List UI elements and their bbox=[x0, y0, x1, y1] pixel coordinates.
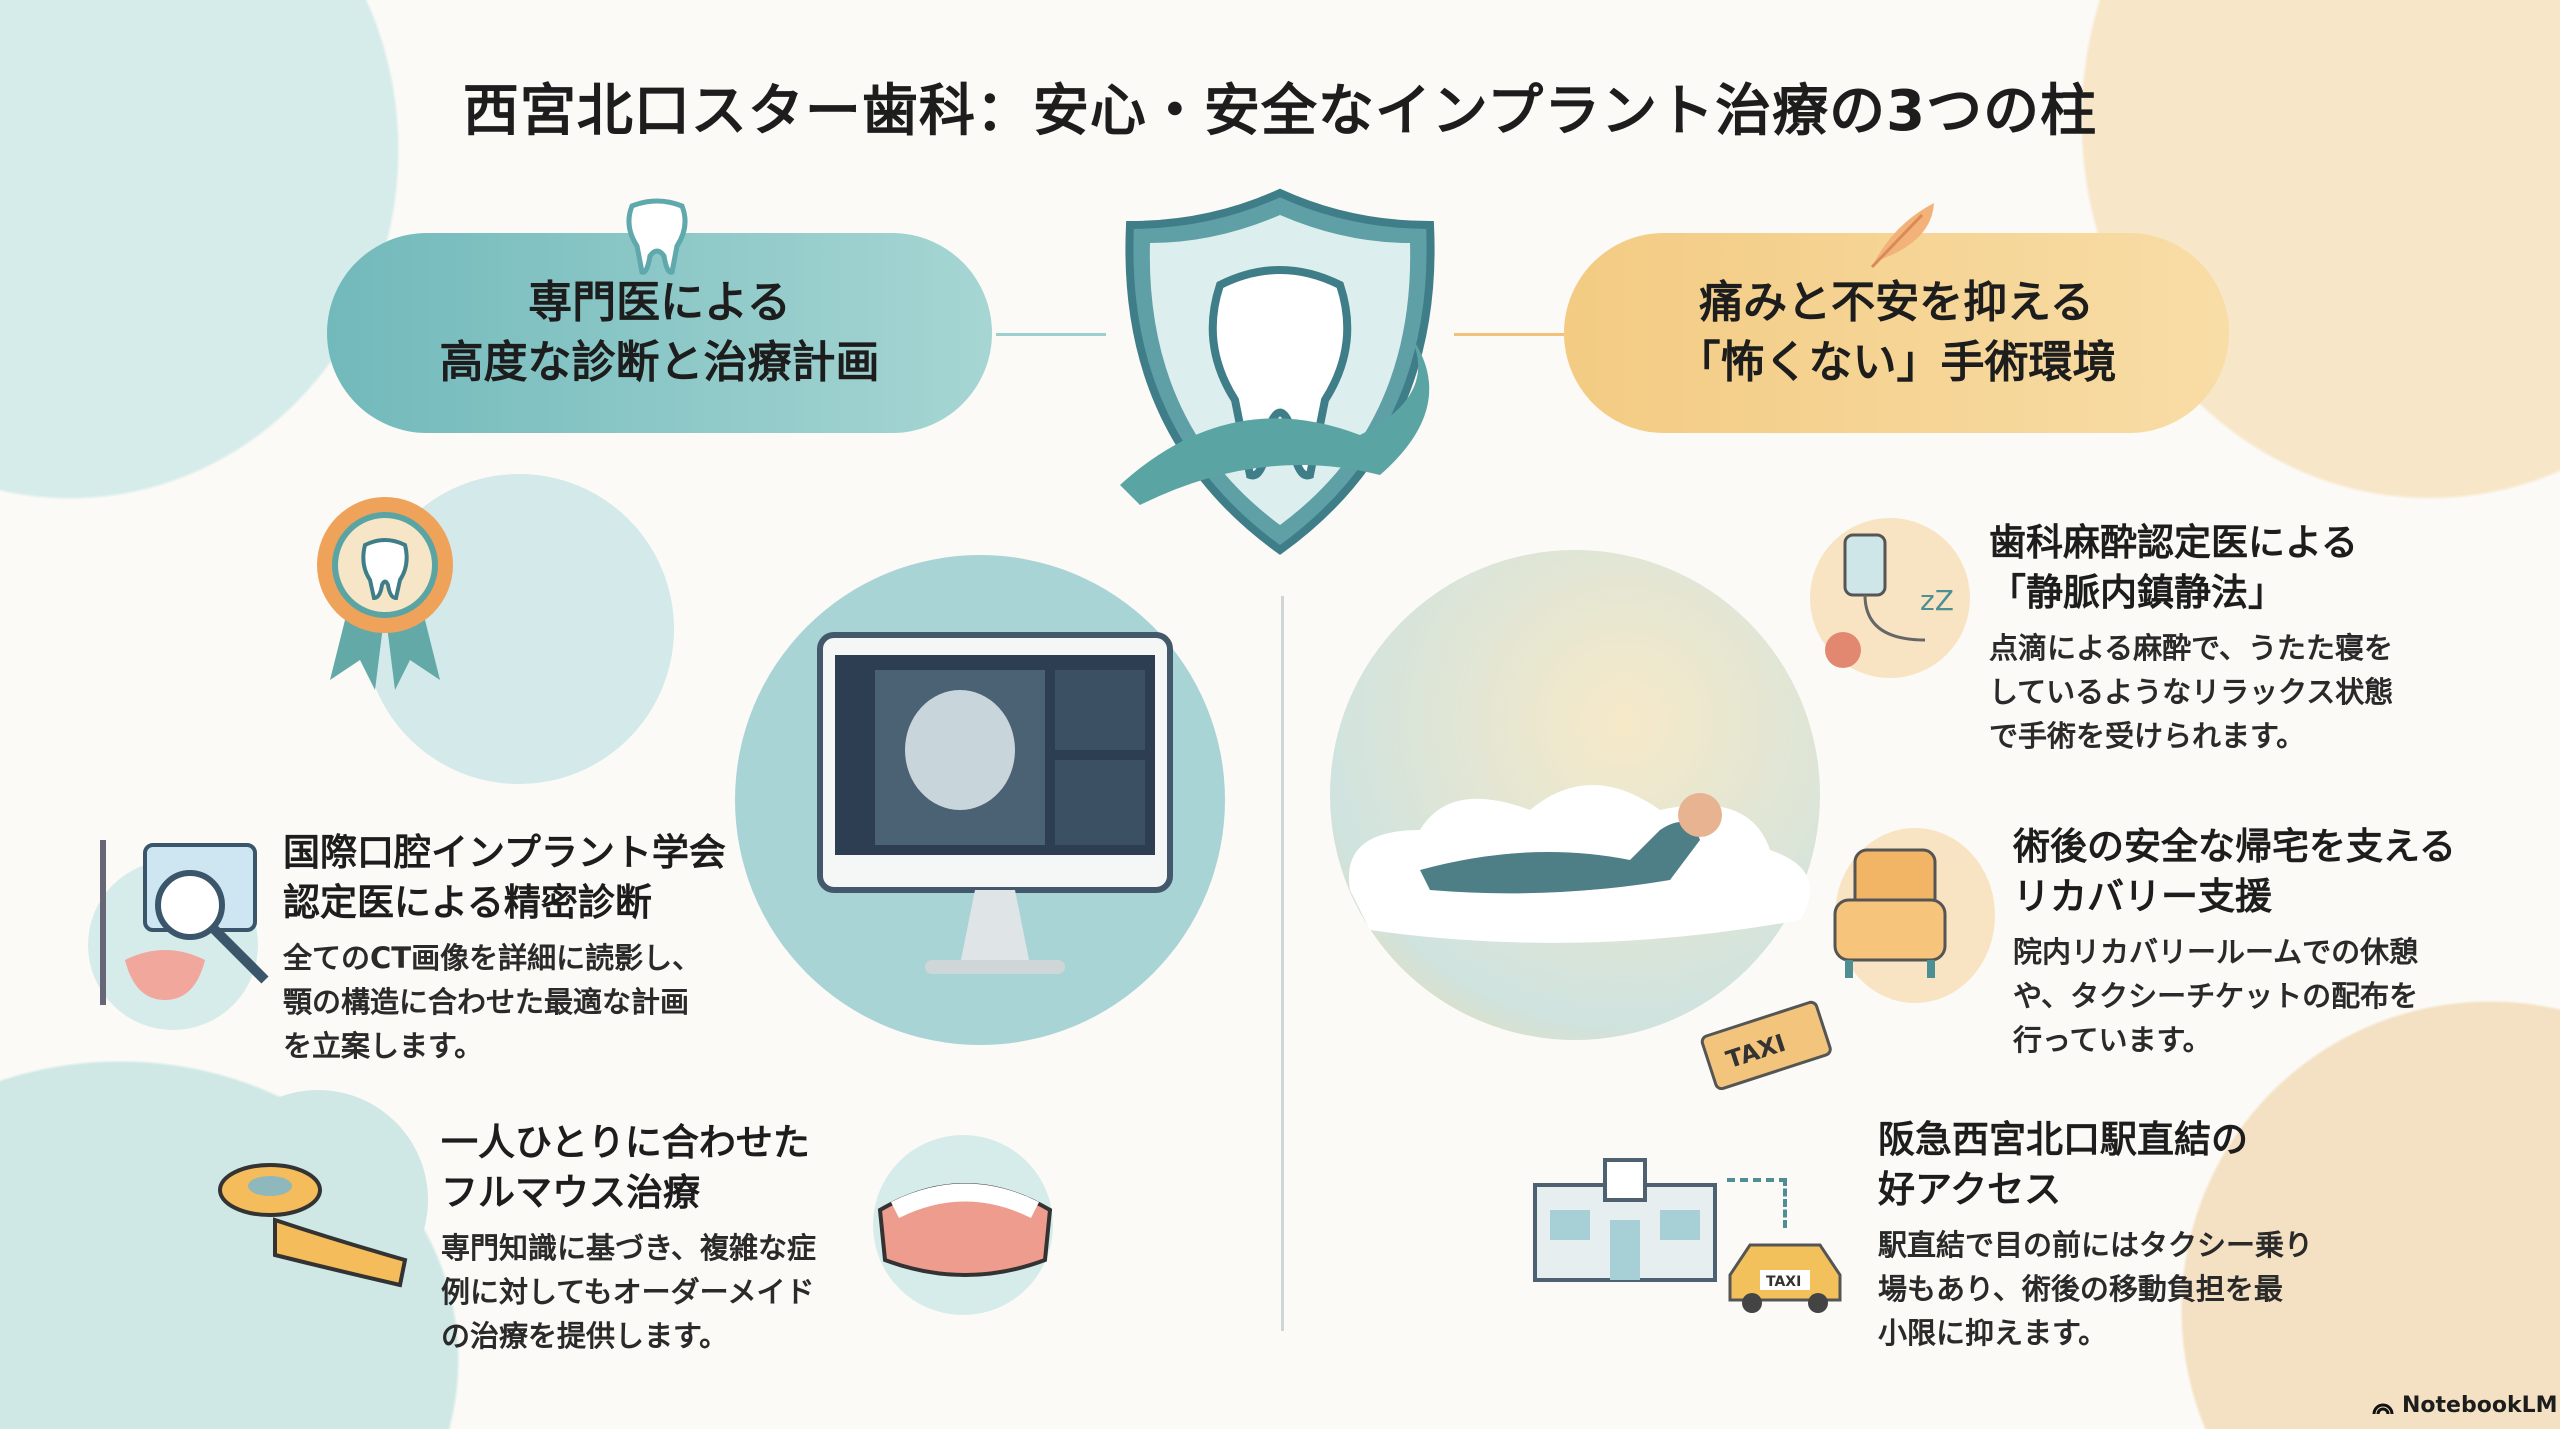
feature-body: 専門知識に基づき、複雑な症 例に対してもオーダーメイド の治療を提供します。 bbox=[441, 1226, 816, 1358]
measuring-tape-icon bbox=[218, 1163, 408, 1288]
feature-title: 国際口腔インプラント学会 bbox=[283, 831, 726, 874]
feature-title: 術後の安全な帰宅を支える bbox=[2013, 825, 2456, 868]
feature-body: 点滴による麻酔で、うたた寝を しているようなリラックス状態 で手術を受けられます… bbox=[1989, 626, 2393, 758]
cloud-person-icon bbox=[1348, 785, 1810, 943]
shield-tooth-logo bbox=[1120, 188, 1435, 555]
right-pillar-heading: 痛みと不安を抑える 「怖くない」手術環境 bbox=[1564, 233, 2229, 433]
feature-title: 認定医による精密診断 bbox=[283, 881, 652, 924]
page-title: 西宮北口スター歯科：安心・安全なインプラント治療の3つの柱 bbox=[462, 79, 2098, 144]
feature-title: 好アクセス bbox=[1878, 1168, 2062, 1211]
left-pillar-heading: 専門医による 高度な診断と治療計画 bbox=[327, 233, 992, 433]
body-line: 駅直結で目の前にはタクシー乗り bbox=[1878, 1228, 2314, 1262]
body-line: 点滴による麻酔で、うたた寝を bbox=[1989, 631, 2393, 665]
feature-title: 歯科麻酔認定医による bbox=[1989, 521, 2358, 564]
center-divider bbox=[1281, 596, 1284, 1331]
sleep-zz: zZ bbox=[1920, 584, 1954, 617]
heading-line: 「怖くない」手術環境 bbox=[1676, 337, 2117, 388]
tooth-icon bbox=[626, 198, 688, 275]
body-line: 院内リカバリールームでの休憩 bbox=[2013, 935, 2419, 969]
body-line: 行っています。 bbox=[2013, 1023, 2212, 1057]
feature-station-access: 阪急西宮北口駅直結の 好アクセス 駅直結で目の前にはタクシー乗り 場もあり、術後… bbox=[1878, 1115, 2313, 1355]
feature-title: 「静脈内鎮静法」 bbox=[1989, 571, 2285, 614]
feature-title: フルマウス治療 bbox=[441, 1171, 700, 1214]
monitor-icon bbox=[817, 632, 1173, 974]
feature-body: 院内リカバリールームでの休憩 や、タクシーチケットの配布を 行っています。 bbox=[2013, 930, 2456, 1062]
feature-body: 全てのCT画像を詳細に読影し、 顎の構造に合わせた最適な計画 を立案します。 bbox=[283, 936, 726, 1068]
station-building-icon bbox=[1533, 1158, 1717, 1282]
taxi-label: TAXI bbox=[1766, 1274, 1801, 1290]
body-line: 顎の構造に合わせた最適な計画 bbox=[283, 985, 690, 1019]
iv-drip-icon: zZ bbox=[1825, 533, 1954, 668]
body-line: で手術を受けられます。 bbox=[1989, 719, 2306, 753]
heading-line: 痛みと不安を抑える bbox=[1699, 277, 2094, 328]
feature-full-mouth: 一人ひとりに合わせた フルマウス治療 専門知識に基づき、複雑な症 例に対してもオ… bbox=[441, 1118, 816, 1358]
taxi-car-icon: TAXI bbox=[1728, 1243, 1842, 1313]
feature-body: 駅直結で目の前にはタクシー乗り 場もあり、術後の移動負担を最 小限に抑えます。 bbox=[1878, 1223, 2313, 1355]
feature-recovery-support: 術後の安全な帰宅を支える リカバリー支援 院内リカバリールームでの休憩 や、タク… bbox=[2013, 822, 2456, 1062]
feature-iv-sedation: 歯科麻酔認定医による 「静脈内鎮静法」 点滴による麻酔で、うたた寝を しているよ… bbox=[1989, 518, 2393, 758]
feature-title: 阪急西宮北口駅直結の bbox=[1878, 1118, 2248, 1161]
connector-line-right bbox=[1454, 333, 1564, 336]
armchair-icon bbox=[1833, 848, 1947, 978]
denture-icon bbox=[877, 1183, 1053, 1277]
route-dashed-line bbox=[1727, 1178, 1787, 1228]
body-line: を立案します。 bbox=[283, 1029, 484, 1063]
heading-line: 高度な診断と治療計画 bbox=[439, 337, 880, 388]
feather-icon bbox=[1870, 203, 1934, 269]
feature-implant-diagnosis: 国際口腔インプラント学会 認定医による精密診断 全てのCT画像を詳細に読影し、 … bbox=[283, 828, 726, 1068]
feature-title: 一人ひとりに合わせた bbox=[441, 1121, 810, 1164]
award-badge-icon bbox=[317, 497, 453, 690]
magnifier-tooth-icon bbox=[100, 840, 269, 1005]
taxi-ticket-icon: TAXI bbox=[1700, 1000, 1832, 1090]
brand-label: NotebookLM bbox=[2402, 1393, 2558, 1418]
body-line: 例に対してもオーダーメイド bbox=[441, 1275, 815, 1309]
body-line: や、タクシーチケットの配布を bbox=[2013, 979, 2419, 1013]
body-line: しているようなリラックス状態 bbox=[1989, 675, 2394, 709]
body-line: 専門知識に基づき、複雑な症 bbox=[441, 1231, 816, 1265]
body-line: 小限に抑えます。 bbox=[1878, 1316, 2108, 1350]
body-line: の治療を提供します。 bbox=[441, 1319, 729, 1353]
connector-line-left bbox=[996, 333, 1106, 336]
heading-line: 専門医による bbox=[528, 277, 791, 328]
body-line: 全てのCT画像を詳細に読影し、 bbox=[283, 941, 702, 975]
notebooklm-logo-icon bbox=[2372, 1403, 2394, 1414]
feature-title: リカバリー支援 bbox=[2013, 875, 2272, 918]
notebooklm-brand: NotebookLM bbox=[2372, 1393, 2557, 1418]
body-line: 場もあり、術後の移動負担を最 bbox=[1878, 1272, 2283, 1306]
